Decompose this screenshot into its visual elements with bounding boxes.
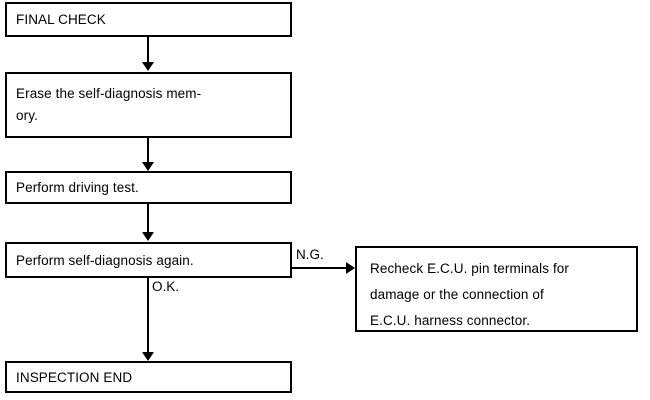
flow-box-self-diagnosis-label: Perform self-diagnosis again.	[16, 253, 194, 268]
arrowhead-down-icon	[142, 352, 154, 361]
connector-driving-test-to-self-diagnosis	[147, 204, 149, 234]
connector-self-diagnosis-to-inspection-end	[147, 278, 149, 354]
flow-box-inspection-end: INSPECTION END	[5, 361, 292, 393]
connector-self-diagnosis-to-recheck-ecu	[291, 267, 351, 269]
flow-box-self-diagnosis: Perform self-diagnosis again.	[5, 242, 292, 278]
connector-erase-memory-to-driving-test	[147, 138, 149, 164]
connector-final-check-to-erase-memory	[147, 37, 149, 65]
flow-box-final-check: FINAL CHECK	[5, 2, 292, 37]
flow-box-driving-test: Perform driving test.	[5, 171, 292, 204]
flow-box-recheck-ecu: Recheck E.C.U. pin terminals for damage …	[355, 246, 638, 332]
flow-box-final-check-label: FINAL CHECK	[16, 12, 106, 27]
branch-label-ok: O.K.	[152, 279, 180, 294]
arrowhead-down-icon	[142, 162, 154, 171]
arrowhead-right-icon	[346, 262, 355, 274]
flow-box-erase-memory: Erase the self-diagnosis mem- ory.	[5, 72, 292, 138]
branch-label-ng: N.G.	[296, 247, 324, 262]
flow-box-inspection-end-label: INSPECTION END	[16, 370, 133, 385]
flow-box-erase-memory-label: Erase the self-diagnosis mem- ory.	[16, 86, 202, 123]
flow-box-driving-test-label: Perform driving test.	[16, 180, 139, 195]
arrowhead-down-icon	[142, 232, 154, 241]
flow-box-recheck-ecu-label: Recheck E.C.U. pin terminals for damage …	[370, 261, 570, 328]
arrowhead-down-icon	[142, 62, 154, 71]
